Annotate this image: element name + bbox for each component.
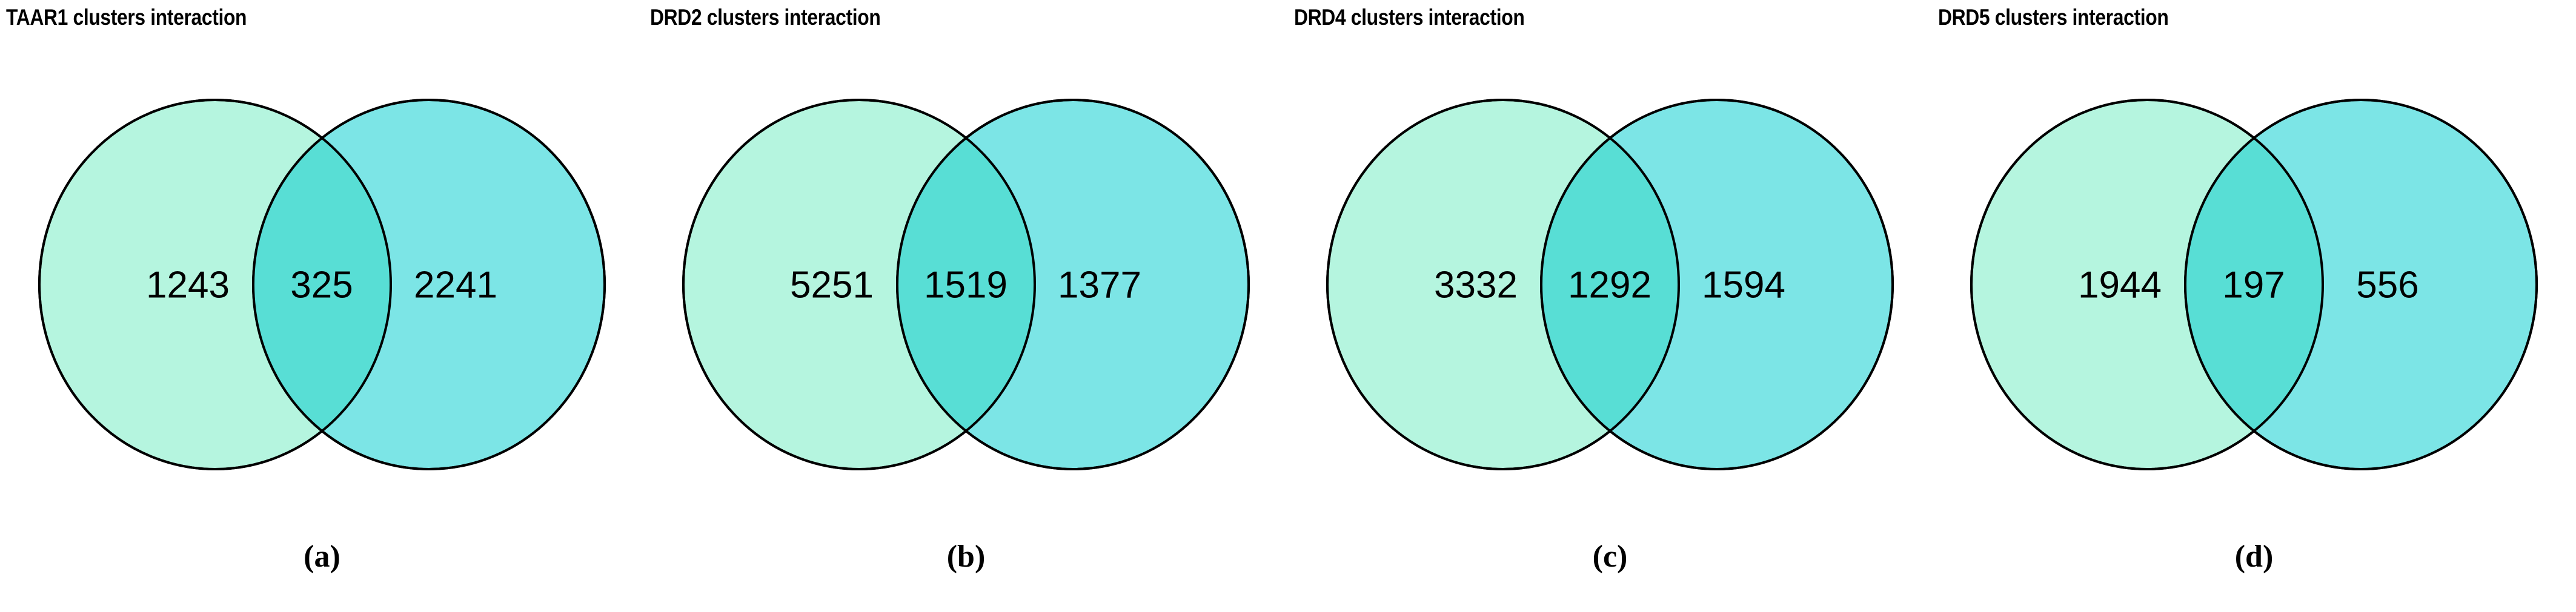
venn-count-intersection: 1292 xyxy=(1568,264,1651,306)
venn-left-ellipse-outline xyxy=(38,99,392,470)
panel-caption-b: (b) xyxy=(644,539,1288,575)
venn-diagram-d: 1944 197 556 xyxy=(1932,79,2576,490)
venn-count-right-only: 556 xyxy=(2356,264,2418,306)
venn-right-ellipse-outline xyxy=(896,99,1250,470)
panel-caption-d-text: (d) xyxy=(2234,539,2274,574)
panel-title-a: TAAR1 clusters interaction xyxy=(6,5,247,30)
panel-title-b: DRD2 clusters interaction xyxy=(650,5,881,30)
venn-count-left-only: 1944 xyxy=(2078,264,2162,306)
venn-svg-b: 5251 1519 1377 xyxy=(682,99,1250,470)
venn-right-ellipse-outline xyxy=(2184,99,2538,470)
venn-right-ellipse-outline xyxy=(252,99,606,470)
venn-diagram-a: 1243 325 2241 xyxy=(0,79,644,490)
venn-right-ellipse-outline xyxy=(1540,99,1894,470)
venn-count-right-only: 1594 xyxy=(1702,264,1785,306)
venn-count-intersection: 325 xyxy=(290,264,353,306)
panel-caption-a-text: (a) xyxy=(304,539,340,574)
panel-title-c: DRD4 clusters interaction xyxy=(1294,5,1525,30)
venn-intersection-region xyxy=(2185,100,2323,469)
venn-diagram-b: 5251 1519 1377 xyxy=(644,79,1288,490)
venn-intersection-region xyxy=(253,100,391,469)
venn-left-ellipse-outline xyxy=(682,99,1036,470)
venn-count-right-only: 1377 xyxy=(1058,264,1141,306)
panel-caption-c: (c) xyxy=(1288,539,1932,575)
panel-title-d: DRD5 clusters interaction xyxy=(1938,5,2169,30)
venn-svg-c: 3332 1292 1594 xyxy=(1326,99,1894,470)
venn-panel-a: TAAR1 clusters interaction 1243 325 2241… xyxy=(0,0,644,612)
venn-svg-d: 1944 197 556 xyxy=(1970,99,2538,470)
venn-panel-b: DRD2 clusters interaction 5251 1519 1377… xyxy=(644,0,1288,612)
panel-caption-b-text: (b) xyxy=(946,539,986,574)
venn-panel-c: DRD4 clusters interaction 3332 1292 1594… xyxy=(1288,0,1932,612)
venn-diagram-c: 3332 1292 1594 xyxy=(1288,79,1932,490)
venn-count-intersection: 1519 xyxy=(924,264,1007,306)
venn-count-right-only: 2241 xyxy=(414,264,497,306)
venn-svg-a: 1243 325 2241 xyxy=(38,99,606,470)
venn-intersection-region xyxy=(1541,100,1679,469)
venn-count-left-only: 5251 xyxy=(790,264,874,306)
venn-left-ellipse-outline xyxy=(1970,99,2324,470)
panel-caption-d: (d) xyxy=(1932,539,2576,575)
panel-caption-c-text: (c) xyxy=(1592,539,1628,574)
panel-caption-a: (a) xyxy=(0,539,644,575)
venn-count-intersection: 197 xyxy=(2222,264,2285,306)
venn-count-left-only: 3332 xyxy=(1434,264,1518,306)
venn-left-ellipse-outline xyxy=(1326,99,1680,470)
venn-panel-d: DRD5 clusters interaction 1944 197 556 (… xyxy=(1932,0,2576,612)
venn-count-left-only: 1243 xyxy=(146,264,230,306)
venn-intersection-region xyxy=(897,100,1035,469)
